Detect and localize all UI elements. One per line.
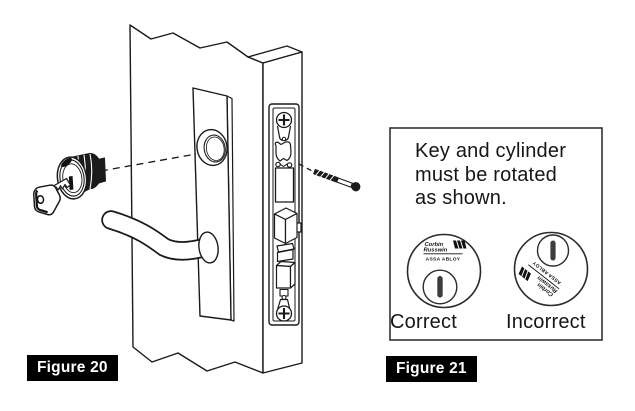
brand-logo: Corbin Russwin ASSA ABLOY xyxy=(423,240,467,262)
brand-line2: Russwin xyxy=(424,248,448,254)
faceplate-opening xyxy=(274,167,295,203)
mortise-faceplate xyxy=(268,103,302,326)
cylinder-hole xyxy=(196,128,228,167)
deadbolt xyxy=(275,260,296,289)
escutcheon-plate xyxy=(192,87,235,322)
figure21-label: Figure 21 xyxy=(386,356,477,382)
escutcheon-face xyxy=(192,87,232,321)
figure20-label: Figure 20 xyxy=(27,355,118,381)
keyway-slot xyxy=(550,240,556,261)
keyway-slot xyxy=(437,276,443,298)
deadlatch xyxy=(276,242,295,263)
rotation-note-line3: as shown. xyxy=(415,187,507,209)
key-bow-hole xyxy=(36,194,45,205)
set-screw-dashed-line xyxy=(298,163,314,173)
logo-hatch-mark xyxy=(518,266,532,282)
correct-cylinder-face: Corbin Russwin ASSA ABLOY xyxy=(406,233,482,309)
cam-slot xyxy=(61,157,72,168)
logo-tagline: ASSA ABLOY xyxy=(426,256,461,262)
key-bow xyxy=(33,184,61,216)
correct-label: Correct xyxy=(390,311,457,333)
set-screw-threads xyxy=(313,168,339,183)
key-and-cylinder xyxy=(33,152,106,216)
incorrect-cylinder-face: Corbin Russwin ASSA ABLOY xyxy=(513,231,589,307)
faceplate-connector xyxy=(279,288,289,301)
cylinder-retainer-clip xyxy=(274,141,293,168)
phillips-cross-icon xyxy=(278,308,290,319)
bottom-faceplate-screw xyxy=(275,298,293,322)
rotation-note-line1: Key and cylinder xyxy=(415,140,567,162)
logo-hatch-mark xyxy=(453,240,467,249)
incorrect-label: Incorrect xyxy=(506,311,586,333)
lever-hub xyxy=(198,231,219,264)
rotation-note: Key and cylinder must be rotated as show… xyxy=(415,140,566,211)
phillips-cross-icon xyxy=(278,114,290,126)
lever-handle xyxy=(101,210,219,264)
top-faceplate-screw xyxy=(275,111,293,142)
rotation-note-line2: must be rotated xyxy=(415,163,557,186)
logo-rule xyxy=(528,264,560,290)
set-screw xyxy=(313,168,361,192)
set-screw-head xyxy=(351,182,361,192)
figure21-callout-box xyxy=(389,127,603,341)
set-screw-shaft xyxy=(336,177,354,188)
brand-line1: Corbin xyxy=(425,242,444,248)
cylinder-alignment-dashed-line xyxy=(100,153,197,172)
keyway xyxy=(68,176,74,190)
latch-bolt xyxy=(273,207,302,245)
